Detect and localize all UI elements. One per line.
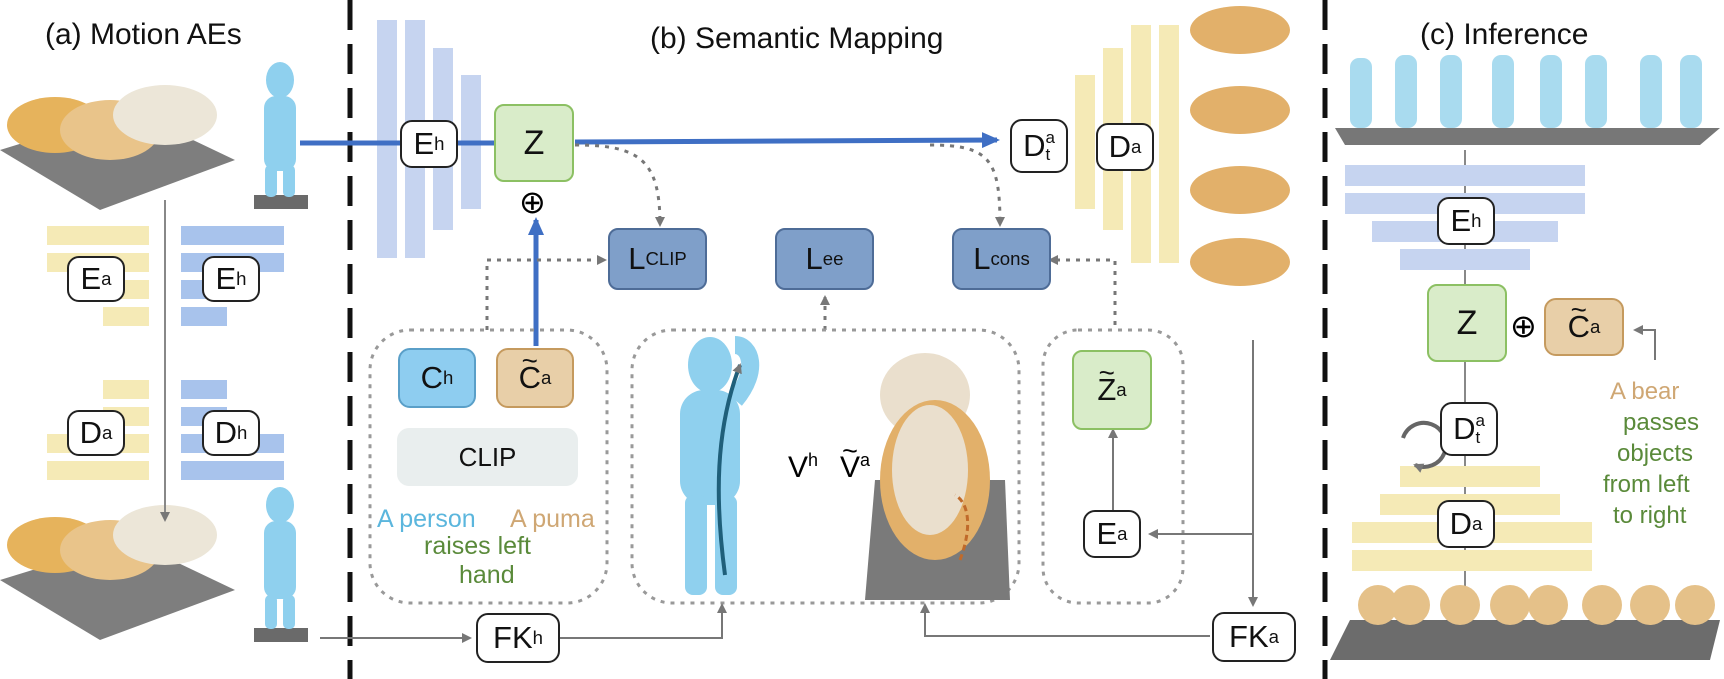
title-semantic-mapping: (b) Semantic Mapping bbox=[650, 22, 944, 55]
bear-text-line1: A bear bbox=[1610, 378, 1680, 405]
bear-text-line5: to right bbox=[1613, 502, 1687, 529]
inference-animal-sequence bbox=[1330, 585, 1720, 660]
puma-motion-sequence bbox=[1190, 6, 1290, 286]
clip-label: CLIP bbox=[458, 441, 517, 472]
puma-text: A puma bbox=[510, 505, 595, 533]
action-text-line2: hand bbox=[459, 561, 515, 589]
title-inference: (c) Inference bbox=[1420, 18, 1589, 51]
animal-motion-bottom bbox=[0, 505, 235, 640]
bear-text-line3: objects bbox=[1617, 440, 1694, 467]
dotted-arrows bbox=[485, 143, 1117, 330]
human-figure-bottom bbox=[254, 487, 308, 642]
human-figure-center bbox=[680, 336, 760, 595]
animal-latent-box: Za bbox=[1072, 350, 1152, 430]
inference-latent-box: Z bbox=[1427, 284, 1507, 362]
latent-z-box: Z bbox=[494, 104, 574, 182]
inference-oplus-symbol: ⊕ bbox=[1510, 308, 1537, 344]
gray-arrows bbox=[320, 340, 1258, 643]
bear-text-line2: passes bbox=[1623, 409, 1700, 436]
oplus-symbol: ⊕ bbox=[519, 184, 546, 220]
main-arrow-out bbox=[574, 132, 1000, 149]
bear-text-line4: from left bbox=[1603, 471, 1690, 498]
animal-vertices-label: Va bbox=[840, 436, 870, 485]
title-motion-aes: (a) Motion AEs bbox=[45, 18, 242, 51]
action-text-line1: raises left bbox=[424, 532, 531, 560]
inference-encoder-bars bbox=[1345, 165, 1585, 270]
clip-encoder-box bbox=[397, 428, 578, 486]
animal-motion-top bbox=[0, 85, 235, 210]
inference-condition-box: Ca bbox=[1544, 294, 1624, 356]
text-to-condition-arrow bbox=[1633, 325, 1656, 360]
puma-figure-center bbox=[865, 353, 1010, 600]
human-vertices-label: Vh bbox=[788, 450, 819, 484]
animal-condition-box: Ca bbox=[496, 345, 574, 408]
inference-human-sequence bbox=[1335, 55, 1720, 145]
human-figure-top bbox=[254, 62, 308, 209]
vertex-group bbox=[630, 328, 1021, 605]
person-text: A person bbox=[377, 505, 476, 533]
text-condition-group bbox=[368, 328, 609, 605]
